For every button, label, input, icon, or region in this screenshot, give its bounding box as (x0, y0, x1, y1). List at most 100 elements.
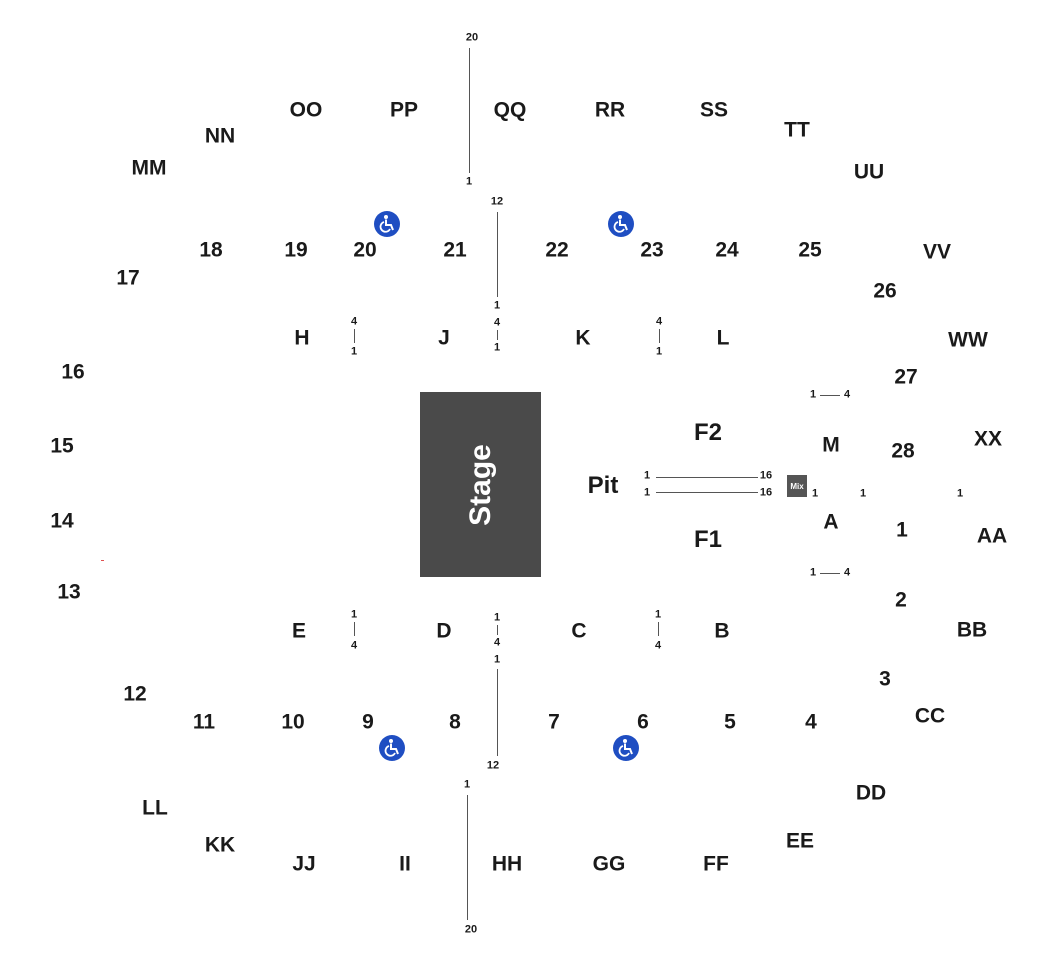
section-24[interactable]: 24 (715, 238, 739, 262)
section-11[interactable]: 11 (192, 710, 216, 734)
section-6[interactable]: 6 (637, 710, 649, 734)
section-21[interactable]: 21 (443, 238, 467, 262)
wheelchair-icon[interactable] (608, 211, 634, 237)
section-TT[interactable]: TT (784, 118, 810, 142)
pit-label[interactable]: Pit (587, 472, 619, 499)
section-8[interactable]: 8 (449, 710, 461, 734)
row-marker: 4 (493, 316, 501, 329)
wheelchair-icon[interactable] (374, 211, 400, 237)
row-marker: 4 (843, 388, 851, 401)
section-18[interactable]: 18 (199, 238, 223, 262)
section-27[interactable]: 27 (894, 365, 918, 389)
floor-section-M[interactable]: M (822, 433, 840, 457)
section-12[interactable]: 12 (123, 682, 147, 706)
row-marker: 1 (809, 388, 817, 401)
section-LL[interactable]: LL (142, 796, 168, 820)
section-15[interactable]: 15 (50, 434, 74, 458)
section-17[interactable]: 17 (116, 266, 140, 290)
floor-section-D[interactable]: D (436, 619, 452, 643)
floor-section-L[interactable]: L (716, 326, 730, 350)
aisle-line-bottom-outer (467, 795, 468, 920)
section-14[interactable]: 14 (50, 509, 74, 533)
aisle-line-top-inner (497, 212, 498, 297)
section-22[interactable]: 22 (545, 238, 569, 262)
section-5[interactable]: 5 (724, 710, 736, 734)
section-DD[interactable]: DD (855, 781, 887, 805)
section-KK[interactable]: KK (204, 833, 236, 857)
section-19[interactable]: 19 (284, 238, 308, 262)
section-9[interactable]: 9 (362, 710, 374, 734)
row-marker: 12 (486, 759, 500, 772)
section-10[interactable]: 10 (281, 710, 305, 734)
section-BB[interactable]: BB (956, 618, 988, 642)
row-marker: 1 (654, 608, 662, 621)
stage-label: Stage (463, 443, 497, 526)
floor-section-F1[interactable]: F1 (693, 526, 723, 553)
section-PP[interactable]: PP (389, 98, 419, 122)
section-VV[interactable]: VV (922, 240, 952, 264)
section-CC[interactable]: CC (914, 704, 946, 728)
section-16[interactable]: 16 (61, 360, 85, 384)
floor-section-C[interactable]: C (571, 619, 587, 643)
section-GG[interactable]: GG (592, 852, 626, 876)
floor-section-K[interactable]: K (575, 326, 591, 350)
row-marker: 1 (465, 175, 473, 188)
section-MM[interactable]: MM (131, 156, 167, 180)
row-line-K (659, 329, 660, 343)
section-HH[interactable]: HH (491, 852, 523, 876)
section-26[interactable]: 26 (873, 279, 897, 303)
section-7[interactable]: 7 (548, 710, 560, 734)
section-1[interactable]: 1 (896, 518, 908, 542)
section-NN[interactable]: NN (204, 124, 236, 148)
row-marker: 1 (809, 566, 817, 579)
floor-section-F2[interactable]: F2 (693, 419, 723, 446)
row-marker: 4 (350, 639, 358, 652)
pit-row-line-upper (656, 477, 758, 478)
section-20[interactable]: 20 (353, 238, 377, 262)
section-3[interactable]: 3 (879, 667, 891, 691)
section-II[interactable]: II (399, 852, 411, 876)
section-23[interactable]: 23 (640, 238, 664, 262)
wheelchair-icon[interactable] (379, 735, 405, 761)
floor-section-B[interactable]: B (714, 619, 730, 643)
section-OO[interactable]: OO (289, 98, 323, 122)
section-SS[interactable]: SS (699, 98, 729, 122)
section-2[interactable]: 2 (895, 588, 907, 612)
row-marker: 4 (654, 639, 662, 652)
row-marker: 1 (956, 487, 964, 500)
row-line-A (820, 573, 840, 574)
row-line-E (354, 622, 355, 636)
section-EE[interactable]: EE (785, 829, 815, 853)
aisle-line-top-outer (469, 48, 470, 173)
floor-section-J[interactable]: J (438, 326, 450, 350)
section-XX[interactable]: XX (973, 427, 1003, 451)
wheelchair-icon[interactable] (613, 735, 639, 761)
section-QQ[interactable]: QQ (493, 98, 527, 122)
row-marker: 20 (465, 31, 479, 44)
section-AA[interactable]: AA (976, 524, 1008, 548)
row-marker: 1 (859, 487, 867, 500)
section-13[interactable]: 13 (57, 580, 81, 604)
mix-label: Mix (790, 481, 804, 491)
section-25[interactable]: 25 (798, 238, 822, 262)
section-UU[interactable]: UU (853, 160, 885, 184)
section-4[interactable]: 4 (805, 710, 817, 734)
row-marker: 4 (493, 636, 501, 649)
row-marker: 4 (350, 315, 358, 328)
section-WW[interactable]: WW (948, 328, 988, 352)
row-line-J (497, 330, 498, 340)
aisle-line-bottom-inner (497, 669, 498, 756)
section-JJ[interactable]: JJ (292, 852, 316, 876)
section-FF[interactable]: FF (703, 852, 729, 876)
pit-row-line-lower (656, 492, 758, 493)
floor-section-H[interactable]: H (294, 326, 310, 350)
section-28[interactable]: 28 (891, 439, 915, 463)
row-marker: 1 (493, 653, 501, 666)
section-RR[interactable]: RR (594, 98, 626, 122)
row-marker: 1 (643, 469, 651, 482)
floor-section-E[interactable]: E (291, 619, 307, 643)
floor-section-A[interactable]: A (823, 510, 839, 534)
mix-position: Mix (787, 475, 807, 497)
row-line-H (354, 329, 355, 343)
row-marker: 12 (490, 195, 504, 208)
